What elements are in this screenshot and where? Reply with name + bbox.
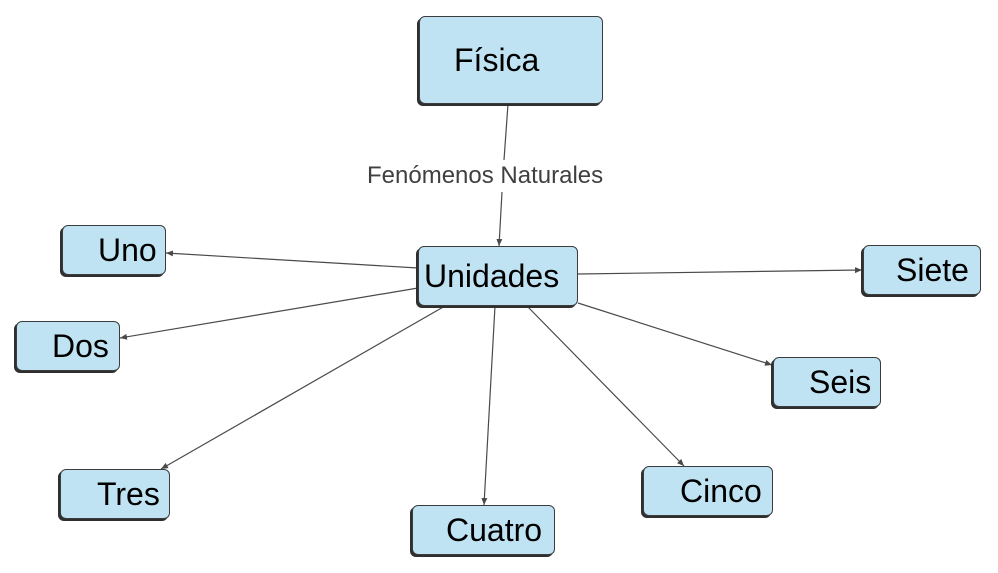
node-dos[interactable]: Dos	[16, 321, 120, 371]
node-seis[interactable]: Seis	[773, 357, 881, 407]
node-unidades[interactable]: Unidades	[418, 246, 578, 306]
node-fisica[interactable]: Física	[419, 16, 603, 104]
node-fisica-label: Física	[454, 42, 540, 78]
edge-unidades-cinco	[526, 305, 685, 467]
node-dos-label: Dos	[52, 328, 109, 364]
edge-unidades-uno	[165, 250, 419, 269]
edge-unidades-cuatro	[481, 305, 496, 506]
node-cinco[interactable]: Cinco	[643, 466, 773, 516]
link-label-fenomenos-naturales: Fenómenos Naturales	[367, 162, 604, 190]
node-cinco-label: Cinco	[680, 473, 762, 509]
node-seis-label: Seis	[809, 364, 872, 400]
edge-unidades-dos	[119, 287, 419, 340]
node-siete[interactable]: Siete	[863, 245, 981, 295]
node-tres-label: Tres	[97, 476, 160, 512]
node-tres[interactable]: Tres	[60, 469, 170, 519]
edge-unidades-siete	[577, 267, 863, 275]
node-unidades-label: Unidades	[424, 258, 560, 294]
edge-label-to-unidades	[496, 191, 503, 247]
edge-unidades-tres	[160, 305, 446, 470]
edge-unidades-seis	[577, 302, 773, 366]
node-cuatro[interactable]: Cuatro	[412, 505, 555, 555]
edge-fisica-to-label	[503, 103, 509, 161]
node-cuatro-label: Cuatro	[446, 512, 543, 548]
node-siete-label: Siete	[896, 252, 969, 288]
node-uno-label: Uno	[98, 232, 157, 268]
node-uno[interactable]: Uno	[62, 225, 166, 275]
